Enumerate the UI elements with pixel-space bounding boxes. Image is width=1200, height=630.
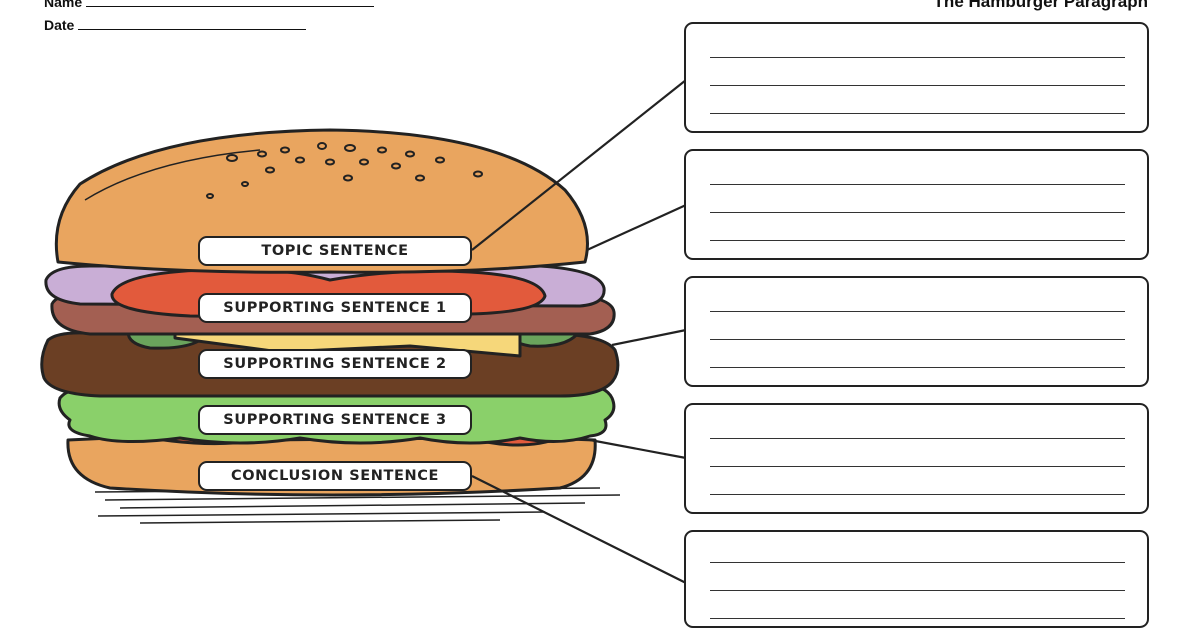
- label-supporting-sentence-2: SUPPORTING SENTENCE 2: [198, 349, 472, 379]
- connector-lines: [471, 79, 687, 584]
- writing-box-supporting-2[interactable]: [684, 276, 1149, 387]
- writing-box-conclusion[interactable]: [684, 530, 1149, 628]
- writing-box-supporting-1[interactable]: [684, 149, 1149, 260]
- date-field: Date: [44, 16, 307, 33]
- writing-box-topic[interactable]: [684, 22, 1149, 133]
- label-conclusion-sentence: CONCLUSION SENTENCE: [198, 461, 472, 491]
- writing-box-supporting-3[interactable]: [684, 403, 1149, 514]
- name-field: Name: [44, 0, 375, 10]
- name-line[interactable]: [86, 0, 375, 7]
- label-supporting-sentence-1: SUPPORTING SENTENCE 1: [198, 293, 472, 323]
- name-label: Name: [44, 0, 83, 10]
- page-title: The Hamburger Paragraph: [933, 0, 1148, 11]
- date-label: Date: [44, 17, 75, 33]
- label-supporting-sentence-3: SUPPORTING SENTENCE 3: [198, 405, 472, 435]
- date-line[interactable]: [78, 16, 307, 30]
- sesame-seeds: [206, 142, 483, 199]
- label-topic-sentence: TOPIC SENTENCE: [198, 236, 472, 266]
